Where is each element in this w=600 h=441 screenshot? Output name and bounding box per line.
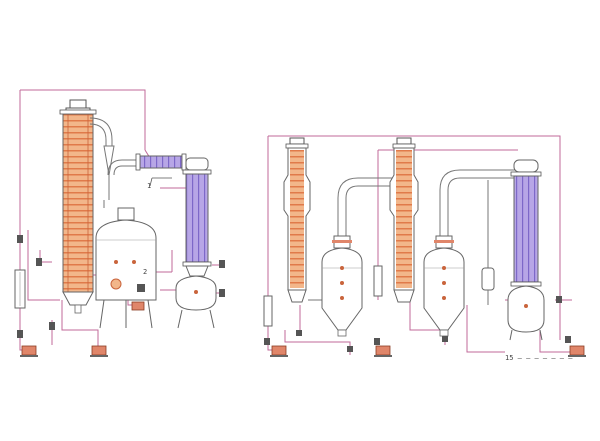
pre-condenser xyxy=(135,153,187,171)
valves xyxy=(17,235,225,338)
discharge-pump xyxy=(90,345,108,357)
tag-1: 1 xyxy=(147,182,152,190)
transfer-pump-2 xyxy=(374,345,392,357)
transfer-pump xyxy=(131,301,145,311)
separator-vessel-2 xyxy=(423,235,465,337)
valves-2 xyxy=(264,296,571,352)
separator-vessel-1 xyxy=(321,235,363,337)
vapor-pipe-2 xyxy=(439,169,516,236)
receiver-tank-2 xyxy=(507,285,545,341)
heater-column-2 xyxy=(389,137,419,303)
feed-pump xyxy=(20,345,38,357)
vapor-pipe-1 xyxy=(337,177,392,236)
flow-meter-1 xyxy=(263,295,273,327)
condenser xyxy=(182,157,212,277)
feed-pump-2 xyxy=(270,345,288,357)
condenser-2 xyxy=(510,159,542,287)
single-effect-evaporator xyxy=(14,89,225,357)
heater-column-1 xyxy=(283,137,311,303)
vapor-pipe xyxy=(89,117,115,208)
tag-2: 2 xyxy=(143,268,148,276)
intermediate-receiver xyxy=(481,180,495,305)
separator-vessel xyxy=(95,159,157,329)
receiver-tank xyxy=(175,275,217,329)
heater-column xyxy=(59,99,97,314)
flow-meter-2 xyxy=(373,265,383,297)
double-effect-evaporator xyxy=(263,135,586,357)
discharge-pump-2 xyxy=(568,345,586,357)
flow-meter xyxy=(14,269,26,309)
footer-scale: 15 — — — — — — — xyxy=(505,354,573,362)
